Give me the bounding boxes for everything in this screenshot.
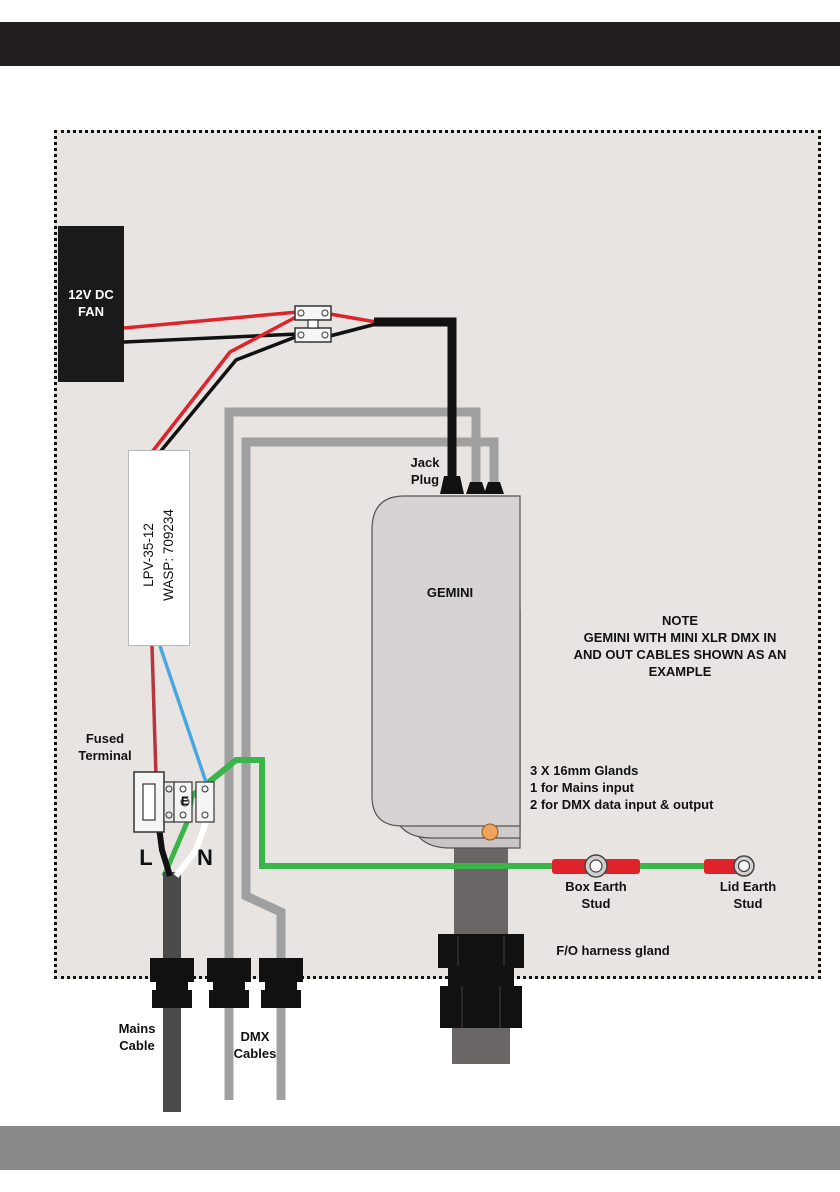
mains-gland (150, 958, 194, 1008)
dmx-gland-1 (207, 958, 251, 1008)
glands-label: 3 X 16mm Glands 1 for Mains input 2 for … (530, 762, 730, 813)
note-label: NOTE GEMINI WITH MINI XLR DMX IN AND OUT… (560, 612, 800, 680)
jack-cable (374, 322, 452, 476)
box-earth-label: Box Earth Stud (556, 878, 636, 912)
psu-label: LPV-35-12 WASP: 709234 (139, 457, 179, 653)
terminal-l-label: L (136, 846, 156, 870)
jack-plug-2 (466, 482, 486, 494)
fan-black-wire (124, 334, 298, 342)
fused-terminal-block (134, 772, 214, 832)
psu-output-live (152, 646, 156, 776)
mains-cable-label: Mains Cable (110, 1020, 164, 1054)
gemini-label: GEMINI (400, 584, 500, 601)
footer-bar (0, 1126, 840, 1170)
fused-terminal-label: Fused Terminal (70, 730, 140, 764)
terminal-n-label: N (192, 846, 218, 870)
dmx-cables-label: DMX Cables (228, 1028, 282, 1062)
dmx-gland-2 (259, 958, 303, 1008)
connector-red-out (330, 314, 376, 322)
fo-harness-gland (438, 836, 524, 1064)
jack-plug-3 (484, 482, 504, 494)
box-earth-stud (585, 855, 607, 877)
lid-earth-label: Lid Earth Stud (708, 878, 788, 912)
gemini-device (372, 496, 520, 848)
terminal-e-label: E (176, 793, 194, 810)
fo-gland-label: F/O harness gland (548, 942, 678, 959)
lid-earth-stud (734, 856, 754, 876)
wire-connector-block (295, 306, 331, 342)
connector-black-out (330, 324, 376, 336)
jack-plug-label: Jack Plug (400, 454, 450, 488)
psu-output-neutral (160, 646, 206, 782)
fan-red-wire (124, 312, 298, 328)
fan-label: 12V DC FAN (58, 286, 124, 320)
fan-unit: 12V DC FAN (58, 226, 124, 382)
power-supply: LPV-35-12 WASP: 709234 (128, 450, 190, 646)
